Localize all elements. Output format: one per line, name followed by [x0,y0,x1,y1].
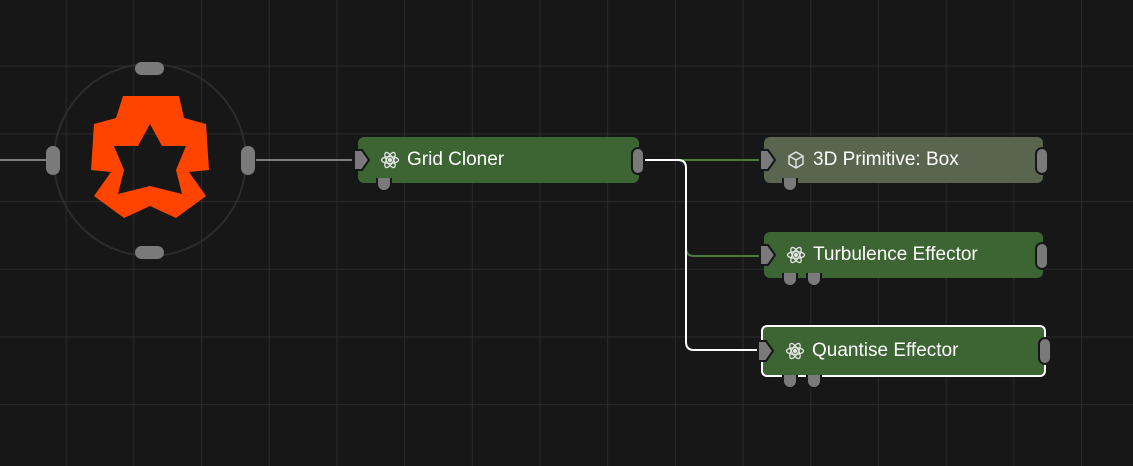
node-primitive-box[interactable]: 3D Primitive: Box [759,137,1049,192]
input-port[interactable] [758,148,776,172]
node-turbulence-effector[interactable]: Turbulence Effector [759,232,1049,287]
output-port[interactable] [1038,337,1052,365]
node-label: Quantise Effector [812,340,959,361]
output-port[interactable] [1035,147,1049,175]
modifier-port[interactable] [782,273,798,287]
modifier-port[interactable] [376,178,392,192]
output-port[interactable] [1035,242,1049,270]
cube-icon [786,150,806,170]
atom-icon [786,245,806,265]
node-label: Turbulence Effector [813,244,978,265]
modifier-port[interactable] [806,273,822,287]
root-node-ring[interactable] [53,63,247,257]
modifier-port[interactable] [782,178,798,192]
root-port-right[interactable] [241,146,255,175]
atom-icon [785,341,805,361]
input-port[interactable] [758,243,776,267]
node-label: Grid Cloner [407,149,505,170]
root-port-top[interactable] [135,62,164,75]
wire-grid-cloner-to-quantise [640,159,760,351]
root-port-left[interactable] [46,146,60,175]
input-port[interactable] [352,148,370,172]
modifier-port[interactable] [782,375,798,389]
root-port-bottom[interactable] [135,246,164,259]
output-port[interactable] [631,147,645,175]
node-grid-cloner[interactable]: Grid Cloner [353,137,645,192]
node-label: 3D Primitive: Box [813,149,959,170]
modifier-port[interactable] [806,375,822,389]
node-quantise-effector[interactable]: Quantise Effector [757,325,1052,389]
flower-logo-icon[interactable] [91,96,209,218]
wire-grid-cloner-to-turbulence [640,159,760,257]
atom-icon [380,150,400,170]
input-port[interactable] [756,339,774,363]
